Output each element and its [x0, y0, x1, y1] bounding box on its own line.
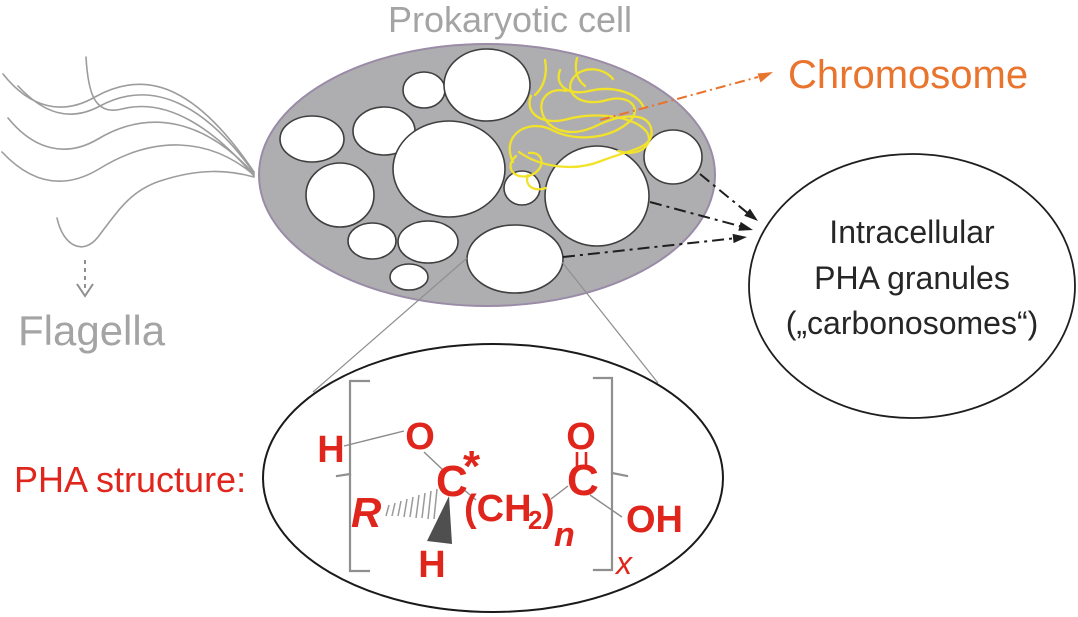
- pha-structure-label: PHA structure:: [14, 459, 246, 500]
- bond-chain-carbonyl: [550, 485, 569, 500]
- bond-o-c: [423, 451, 444, 471]
- flagella-label: Flagella: [18, 307, 166, 354]
- solid-wedge-bond: [427, 496, 452, 544]
- diagram-title: Prokaryotic cell: [388, 0, 632, 40]
- pha-granule: [503, 170, 541, 206]
- group-r: R: [351, 489, 382, 536]
- group-oh: OH: [626, 499, 683, 541]
- pha-granule: [466, 224, 564, 294]
- granule-caption-line1: Intracellular: [829, 214, 995, 250]
- left-bracket-bond-stub: [335, 472, 352, 478]
- double-bond: [575, 452, 588, 468]
- atom-o-carbonyl: O: [566, 416, 596, 458]
- pha-granule: [392, 120, 506, 218]
- granule-pointer-arrows: [562, 173, 758, 258]
- pha-granule: [305, 162, 375, 228]
- granule-caption-line3: („carbonosomes“): [786, 305, 1039, 341]
- left-bracket: [348, 379, 371, 573]
- magnification-callout-lines: [312, 257, 659, 393]
- chromosome-pointer-arrow: [599, 72, 773, 121]
- hashed-wedge-bond: [385, 488, 438, 520]
- granule-caption-line2: PHA granules: [814, 260, 1010, 296]
- bond-carbonyl-oh: [589, 494, 623, 518]
- pha-granule: [402, 71, 446, 109]
- pha-granule: [279, 115, 345, 163]
- group-ch2-open: (CH: [464, 488, 532, 530]
- pha-granule: [643, 129, 703, 185]
- pha-granule: [443, 48, 531, 122]
- flagella-pointer-arrow: [76, 260, 94, 298]
- pha-granule: [389, 263, 429, 291]
- pha-granule: [347, 222, 397, 260]
- right-bracket-bond-stub: [610, 471, 629, 478]
- flagella-filaments: [1, 56, 255, 248]
- pha-chemical-structure: H O C * R H (CH 2 ) n C O OH x: [317, 376, 683, 586]
- group-ch2-subscript: 2: [528, 505, 542, 535]
- chiral-asterisk: *: [463, 442, 481, 491]
- pha-granule: [544, 145, 650, 247]
- pha-structure-bubble: [262, 343, 724, 613]
- atom-o-ester: O: [405, 416, 435, 458]
- pha-granule: [397, 220, 459, 264]
- bond-c-chain: [461, 487, 477, 501]
- chromosome-tangle: [508, 56, 653, 191]
- subscript-x: x: [614, 545, 633, 581]
- atom-h-stereo: H: [418, 544, 445, 586]
- atom-h-terminal: H: [317, 429, 344, 471]
- subscript-n: n: [554, 516, 575, 554]
- atom-c-chiral: C: [436, 457, 468, 506]
- group-ch2-close: ): [542, 488, 555, 530]
- atom-c-carbonyl: C: [567, 456, 599, 505]
- chromosome-label: Chromosome: [788, 53, 1028, 97]
- pha-granules: [279, 48, 703, 294]
- bond-h-o: [343, 430, 405, 447]
- granule-caption-bubble: [748, 153, 1076, 419]
